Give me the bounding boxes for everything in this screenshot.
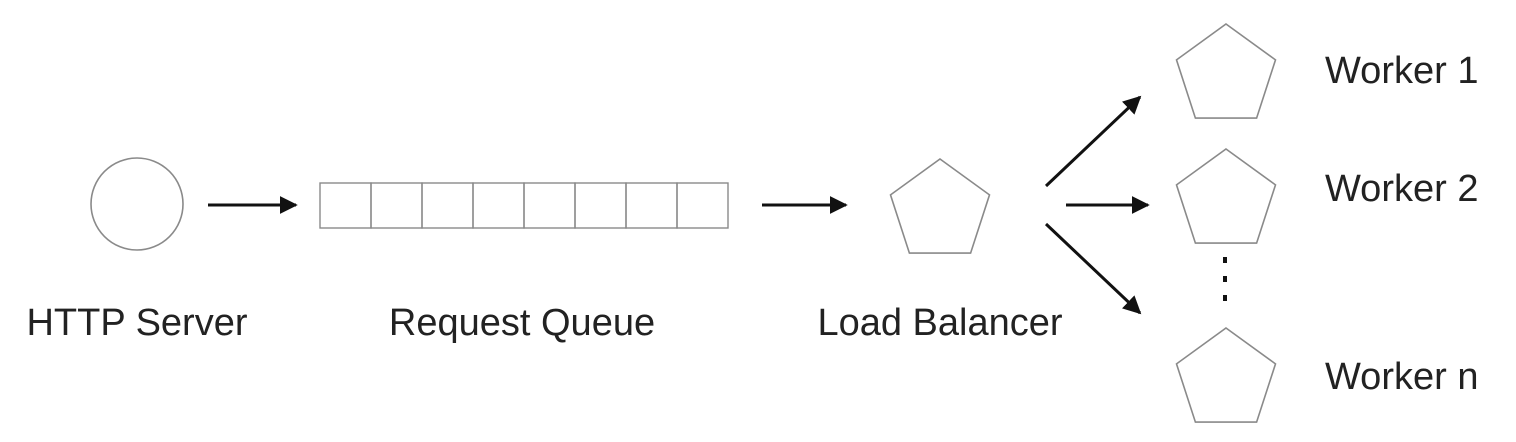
worker-1-label: Worker 1 [1325,50,1479,92]
queue-slot [676,182,729,229]
workers-ellipsis [1223,257,1227,301]
worker-2-label: Worker 2 [1325,168,1479,210]
worker-2-node [1175,148,1277,244]
worker-1-node [1175,23,1277,119]
ellipsis-dot [1223,276,1227,282]
worker-n-label: Worker n [1325,356,1479,398]
queue-slot [421,182,474,229]
arrow-load-balancer-to-worker-1 [1044,95,1142,188]
queue-slot [625,182,678,229]
ellipsis-dot [1223,257,1227,263]
queue-slot [472,182,525,229]
request-queue-node [319,182,729,229]
http-server-node [90,157,184,251]
queue-slot [370,182,423,229]
http-server-label: HTTP Server [26,302,248,344]
queue-slot [574,182,627,229]
load-balancer-label: Load Balancer [817,302,1063,344]
request-queue-label: Request Queue [388,302,656,344]
queue-slot [523,182,576,229]
queue-slot [319,182,372,229]
worker-n-node [1175,327,1277,423]
load-balancer-node [889,158,991,254]
ellipsis-dot [1223,295,1227,301]
arrow-load-balancer-to-worker-n [1044,222,1142,315]
